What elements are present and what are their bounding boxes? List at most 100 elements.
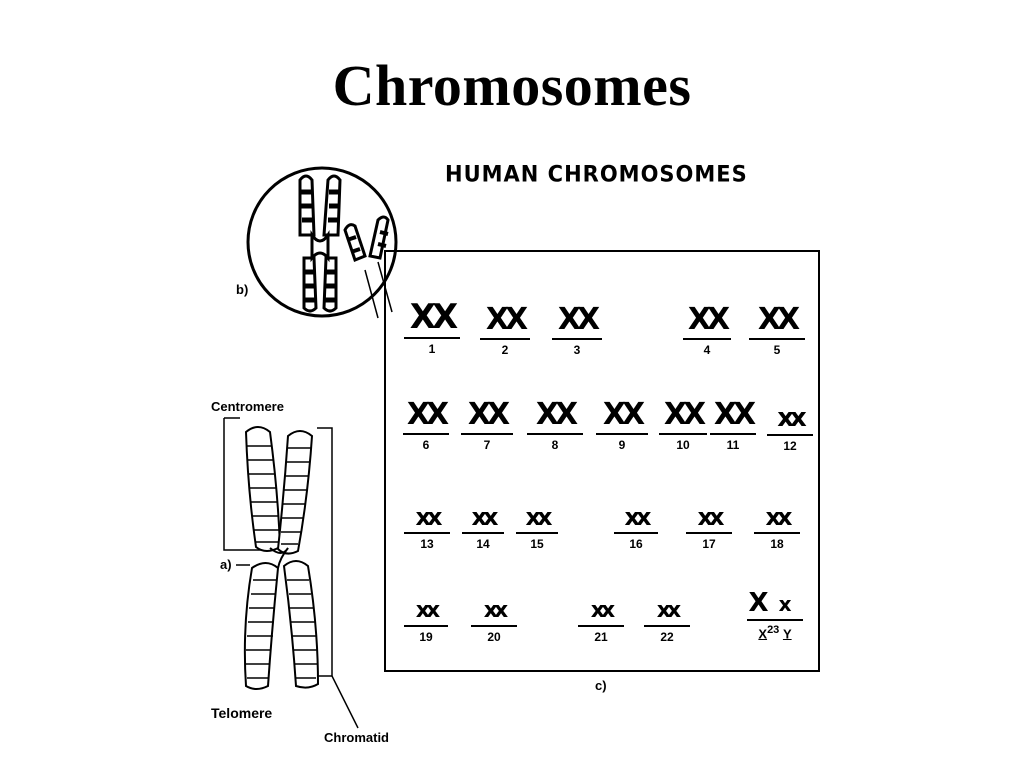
karyotype-pair-15: xx 15 [516,505,558,551]
karyotype-pair-18: xx 18 [754,505,800,551]
label-c: c) [595,678,607,693]
pair-underline [659,433,707,435]
pair-underline [686,532,732,534]
pair-underline [480,338,530,340]
chromosome-pair-glyph: XX [602,397,645,432]
pair-underline [578,625,624,627]
pair-number: 5 [773,343,781,357]
pair-underline [404,532,450,534]
pair-underline [471,625,517,627]
chromosome-pair-glyph: xx [624,503,652,531]
chromosome-pair-glyph: xx [590,598,615,623]
karyotype-pair-4: XX 4 [683,305,731,357]
karyotype-pair-10: XX 10 [659,400,707,452]
label-centromere: Centromere [211,399,284,414]
chromosome-pair-glyph: xx [415,503,443,531]
pair-number: 1 [428,342,436,356]
x-chromosome-glyph: X [748,588,779,618]
karyotype-pair-23: Xx X23 Y [745,590,805,641]
pair-number: 11 [726,438,740,452]
pair-number: 4 [703,343,711,357]
karyotype-pair-9: XX 9 [596,400,648,452]
pair-underline [596,433,648,435]
slide-title: Chromosomes [332,53,692,118]
pair-underline [710,433,756,435]
chromosome-pair-glyph: xx [765,503,793,531]
y-chromosome-glyph: x [778,592,802,616]
chromosome-pair-glyph: xx [471,503,499,531]
chromosome-pair-glyph: XX [687,302,730,337]
pair-underline [404,337,460,339]
pair-number: 3 [573,343,581,357]
karyotype-pair-7: XX 7 [461,400,513,452]
chromosome-pair-glyph: xx [525,503,553,531]
pair-underline [614,532,658,534]
pair-underline [749,338,805,340]
pair-number-23: 23 [767,624,780,636]
pair-number: 6 [422,438,430,452]
pair-number: 22 [660,630,674,644]
chromosome-pair-glyph: xx [656,598,681,623]
chromosome-pair-glyph: XX [535,397,578,432]
karyotype-panel [384,250,820,672]
pair-number: 9 [618,438,626,452]
pair-underline [403,433,449,435]
chromosome-pair-glyph: XX [406,397,449,432]
x-label: X [758,626,768,642]
karyotype-pair-1: XX 1 [404,300,460,356]
pair-underline [462,532,504,534]
chromosome-pair-glyph: XX [557,302,600,337]
pair-number: 16 [629,537,643,551]
karyotype-pair-19: xx 19 [404,600,448,644]
pair-number: 19 [419,630,433,644]
pair-underline [552,338,602,340]
label-telomere: Telomere [211,705,273,721]
karyotype-pair-16: xx 16 [614,505,658,551]
label-a: a) [220,557,232,572]
pair-underline [404,625,448,627]
figure-title: HUMAN CHROMOSOMES [445,161,748,187]
pair-number: 10 [676,438,690,452]
chromosome-pair-glyph: XX [757,302,800,337]
pair-number: 13 [420,537,434,551]
pair-underline [767,434,813,436]
karyotype-pair-22: xx 22 [644,600,690,644]
chromosome-pair-glyph: XX [663,397,706,432]
pair-underline [644,625,690,627]
pair-number: 14 [476,537,490,551]
pair-underline [527,433,583,435]
karyotype-pair-13: xx 13 [404,505,450,551]
karyotype-pair-5: XX 5 [749,305,805,357]
pair-number: 17 [702,537,716,551]
chromosome-pair-glyph: XX [409,297,458,337]
pair-number: 8 [551,438,559,452]
pair-number: 15 [530,537,544,551]
pair-underline [516,532,558,534]
chromosome-pair-glyph: xx [483,598,508,623]
karyotype-pair-21: xx 21 [578,600,624,644]
chromosome-pair-glyph: xx [415,598,440,623]
pair-number: 21 [594,630,608,644]
pair-number: 7 [483,438,491,452]
chromosome-pair-glyph: xx [777,403,807,433]
karyotype-pair-6: XX 6 [403,400,449,452]
karyotype-pair-8: XX 8 [527,400,583,452]
pair-number: 2 [501,343,509,357]
y-label: Y [782,626,792,642]
karyotype-pair-12: xx 12 [767,405,813,453]
label-b: b) [236,282,249,297]
magnified-chromosome-circle [246,166,398,318]
pair-underline [754,532,800,534]
karyotype-pair-3: XX 3 [552,305,602,357]
label-chromatid: Chromatid [324,730,389,745]
large-chromosome-drawing [243,426,320,690]
pair-underline [683,338,731,340]
pair-number: 12 [783,439,797,453]
chromosome-pair-glyph: XX [467,397,510,432]
pair-number: 18 [770,537,784,551]
karyotype-pair-14: xx 14 [462,505,504,551]
